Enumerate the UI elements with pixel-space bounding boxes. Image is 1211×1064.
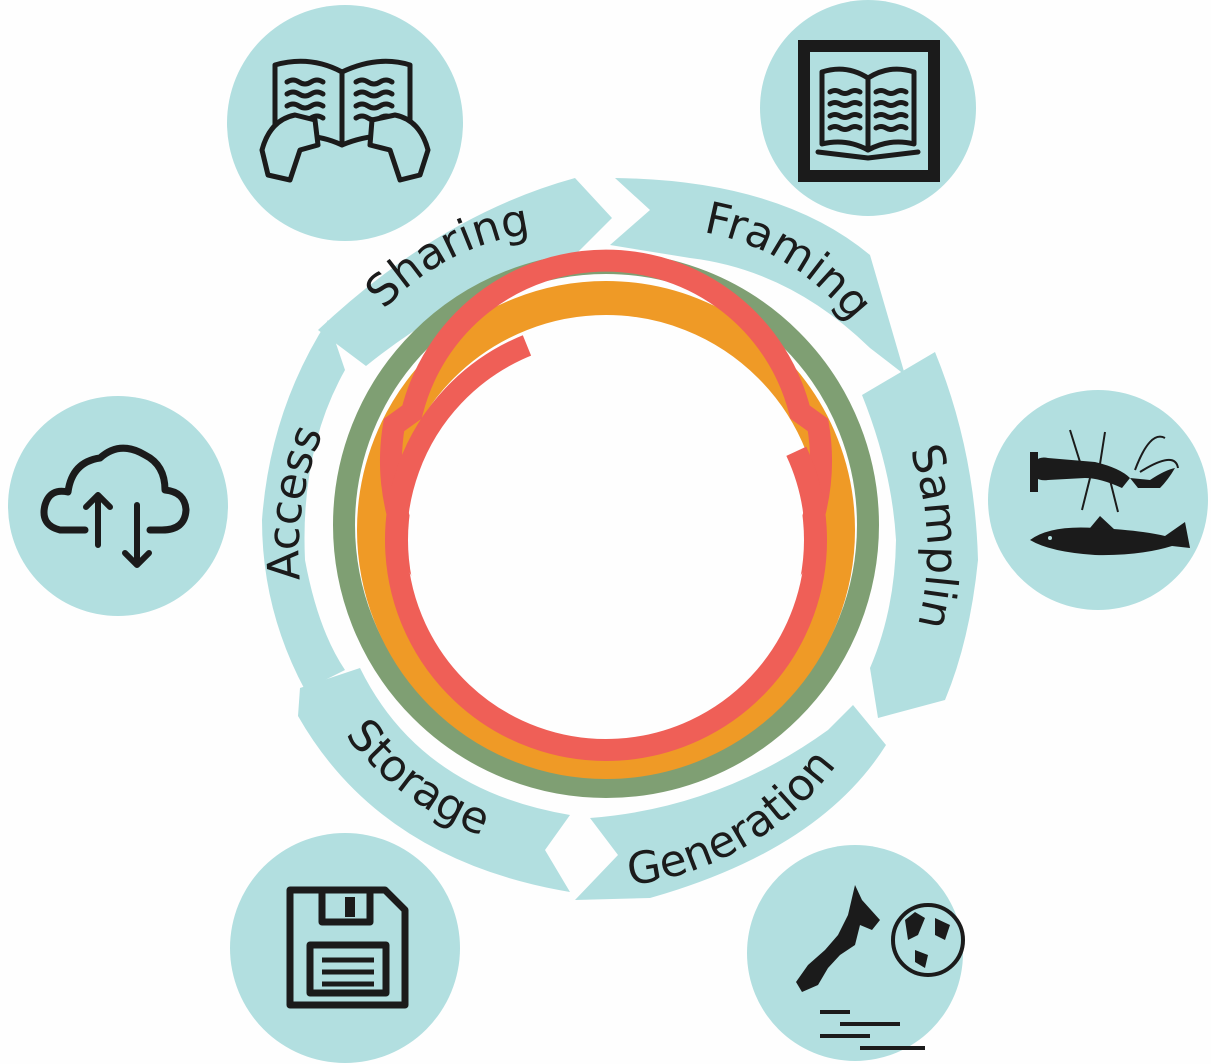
process-arrow-ring xyxy=(262,178,978,900)
map-and-globe-icon xyxy=(747,845,965,1061)
orange-ring xyxy=(357,281,855,779)
crayfish-and-fish-icon xyxy=(988,390,1208,610)
center-void xyxy=(408,342,804,738)
floppy-disk-icon xyxy=(230,833,460,1063)
arrow-generation xyxy=(575,705,886,900)
framed-book-icon xyxy=(760,0,976,216)
open-book-hands-icon xyxy=(227,5,463,241)
center-rings xyxy=(333,249,879,798)
svg-text:Access: Access xyxy=(258,418,333,582)
arrow-sampling xyxy=(862,352,978,718)
red-inner-ring xyxy=(385,319,827,761)
arrow-framing xyxy=(610,178,905,375)
cloud-sync-icon xyxy=(8,396,228,616)
label-access: Access xyxy=(258,418,333,582)
arrow-access xyxy=(262,320,345,690)
stage-icons xyxy=(8,0,1208,1063)
arrow-sharing xyxy=(318,178,612,366)
arrow-storage xyxy=(298,668,570,892)
